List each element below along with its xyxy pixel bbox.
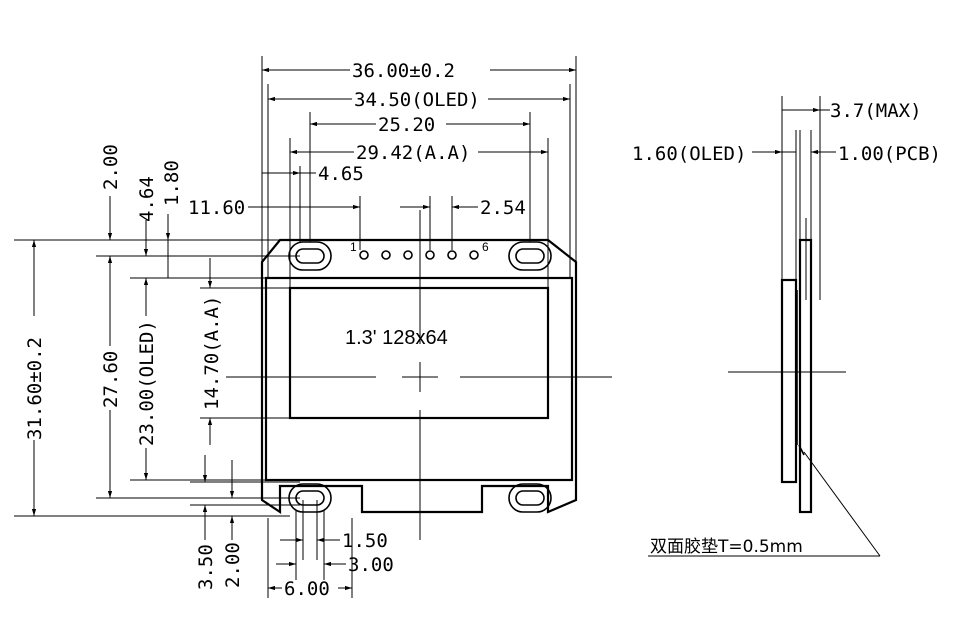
- dim-slot-width: 3.00: [348, 554, 394, 576]
- dim-hole-top-offset: 2.00: [100, 144, 122, 190]
- dim-pin-offset: 11.60: [188, 197, 245, 219]
- dim-oled-top-offset: 4.64: [136, 176, 158, 222]
- dim-hole-bottom-offset-2: 2.00: [222, 542, 244, 588]
- side-view: 3.7(MAX) 1.60(OLED) 1.00(PCB) 双面胶垫T=0.5m…: [632, 96, 941, 557]
- dim-max-thickness: 3.7(MAX): [830, 100, 922, 122]
- dim-oled-thickness: 1.60(OLED): [632, 143, 746, 165]
- dim-hole-spacing: 25.20: [378, 114, 435, 136]
- dim-overall-width: 36.00±0.2: [352, 60, 455, 82]
- dim-hole-bottom-offset: 3.50: [195, 544, 217, 590]
- front-view: 1 6 1.3' 128x64 36.00±0.2 34.50(OLED): [14, 56, 612, 600]
- dim-oled-height: 27.60: [100, 351, 122, 408]
- dim-hole-diameter: 1.50: [342, 530, 388, 552]
- bottom-dimensions: 1.50 3.00 6.00: [267, 500, 394, 600]
- active-area-outline: [288, 286, 550, 420]
- dim-active-area-width: 29.42(A.A): [356, 142, 470, 164]
- pin-1-label: 1: [350, 240, 357, 254]
- left-dimensions: 31.60±0.2 27.60 23.00(OLED) 14.70(A.A) 2…: [14, 144, 300, 590]
- dim-oled-height-alt: 23.00(OLED): [136, 320, 158, 446]
- adhesive-note: 双面胶垫T=0.5mm: [650, 537, 803, 557]
- dim-pcb-thickness: 1.00(PCB): [838, 143, 941, 165]
- top-dimensions: 36.00±0.2 34.50(OLED) 25.20 29.42(A.A) 4…: [188, 56, 577, 288]
- dim-aa-top-offset: 1.80: [161, 160, 183, 206]
- dim-oled-width: 34.50(OLED): [354, 89, 480, 111]
- mounting-slot-bottom-right: [508, 483, 552, 513]
- dim-slot-length: 6.00: [284, 578, 330, 600]
- display-label: 1.3' 128x64: [345, 327, 448, 349]
- dim-overall-height: 31.60±0.2: [24, 337, 46, 440]
- dim-aa-left-offset: 4.65: [318, 163, 364, 185]
- dim-pin-pitch: 2.54: [480, 197, 526, 219]
- oled-module-outline: [264, 276, 574, 482]
- pin-header: [359, 250, 479, 260]
- pin-6-label: 6: [482, 240, 489, 254]
- side-oled-glass: [780, 278, 798, 484]
- mounting-slot-top-right: [508, 241, 552, 271]
- center-lines: [226, 210, 612, 540]
- dim-active-area-height: 14.70(A.A): [201, 296, 223, 410]
- pcb-outline: [260, 238, 578, 515]
